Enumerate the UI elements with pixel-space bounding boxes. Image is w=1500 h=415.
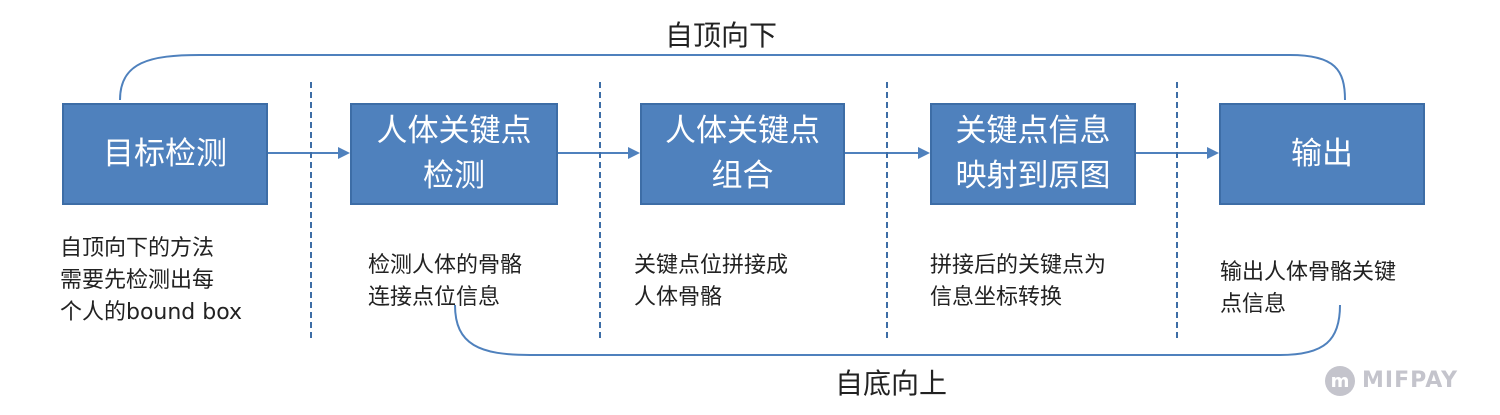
bottom-up-label: 自底向上 (835, 367, 948, 400)
watermark-text: MIFPAY (1362, 368, 1459, 393)
stage-box-map-to-original: 关键点信息 映射到原图 (930, 103, 1136, 205)
stage-box-keypoint-detection: 人体关键点 检测 (350, 103, 558, 205)
top-down-curve (119, 54, 1346, 101)
stage-description-map-to-original: 拼接后的关键点为 信息坐标转换 (930, 253, 1107, 310)
stage-divider (1176, 82, 1178, 338)
stage-description-output: 输出人体骨骼关键 点信息 (1220, 260, 1397, 317)
watermark-logo-icon: m (1325, 366, 1355, 396)
top-down-label: 自顶向下 (665, 19, 778, 52)
stage-description-keypoint-grouping: 关键点位拼接成 人体骨骼 (634, 253, 789, 310)
stage-divider (599, 82, 601, 338)
stage-divider (310, 82, 312, 338)
stage-box-object-detection: 目标检测 (62, 103, 268, 205)
stage-box-keypoint-grouping: 人体关键点 组合 (640, 103, 845, 205)
stage-box-output: 输出 (1219, 103, 1425, 205)
stage-divider (886, 82, 888, 338)
bottom-up-curve (454, 304, 1341, 356)
stage-description-object-detection: 自顶向下的方法 需要先检测出每 个人的bound box (60, 236, 243, 325)
stage-description-keypoint-detection: 检测人体的骨骼 连接点位信息 (368, 253, 523, 310)
